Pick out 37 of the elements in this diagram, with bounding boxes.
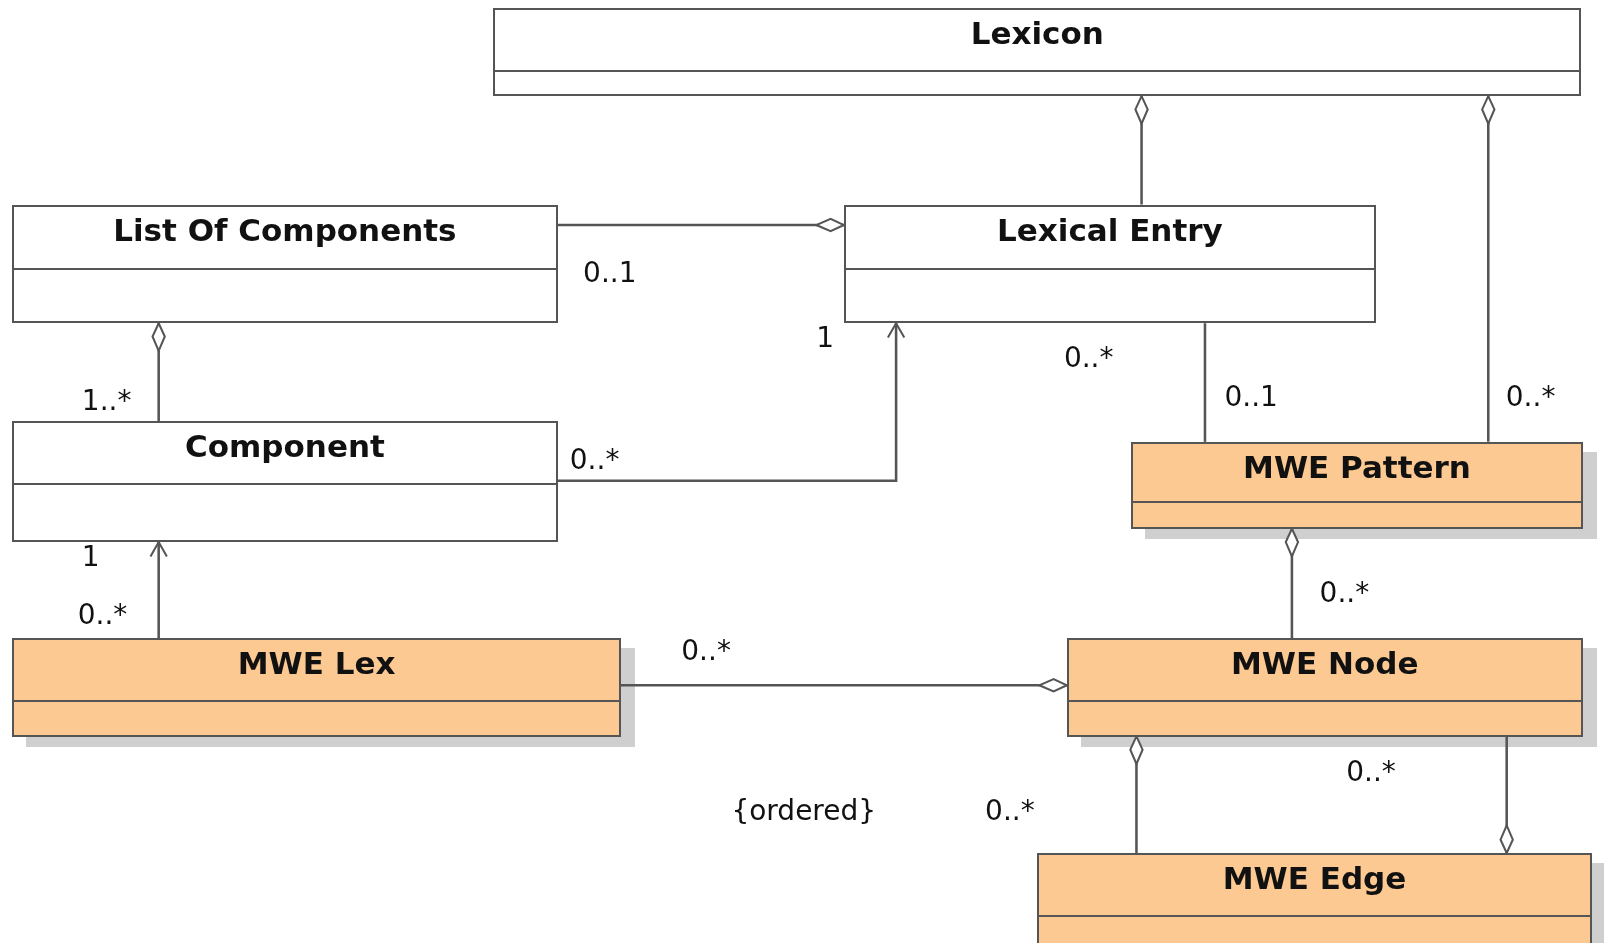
class-name: Component	[184, 427, 385, 466]
aggregation-line	[1499, 736, 1514, 854]
multiplicity-label: 0..*	[569, 442, 620, 477]
multiplicity-label: 0..*	[681, 634, 731, 669]
multiplicity-label: 0..*	[1063, 340, 1114, 375]
class-name: MWE Lex	[237, 644, 396, 683]
aggregation-line	[1481, 95, 1496, 442]
multiplicity-label: 0..*	[1346, 754, 1396, 789]
aggregation-line	[620, 678, 1068, 693]
aggregation-line	[151, 322, 166, 422]
association-arrow	[149, 541, 168, 639]
multiplicity-label: 0..*	[1319, 575, 1370, 610]
class-box	[12, 421, 558, 543]
class-name: MWE Pattern	[1243, 447, 1471, 486]
association-line	[1203, 323, 1207, 442]
multiplicity-label: 1	[816, 321, 835, 356]
multiplicity-label: 1	[81, 540, 100, 575]
aggregation-line	[557, 217, 845, 233]
class-box	[12, 204, 558, 324]
multiplicity-label: 0..*	[77, 598, 128, 633]
class-name: List Of Components	[113, 210, 457, 249]
aggregation-line	[1129, 735, 1144, 853]
multiplicity-label: 0..1	[583, 255, 637, 290]
association-arrow	[557, 322, 906, 482]
aggregation-line	[1134, 95, 1149, 205]
class-name: Lexicon	[970, 14, 1104, 53]
multiplicity-label: 0..*	[1505, 379, 1556, 414]
multiplicity-label: 0..1	[1224, 379, 1278, 414]
multiplicity-label: {ordered}	[731, 793, 877, 828]
class-name: MWE Edge	[1222, 859, 1407, 898]
aggregation-line	[1284, 527, 1300, 639]
class-name: MWE Node	[1231, 644, 1419, 683]
class-name: Lexical Entry	[997, 210, 1223, 249]
class-box	[493, 8, 1582, 97]
multiplicity-label: 0..*	[985, 793, 1035, 828]
class-box	[843, 204, 1376, 324]
multiplicity-label: 1..*	[81, 383, 132, 418]
